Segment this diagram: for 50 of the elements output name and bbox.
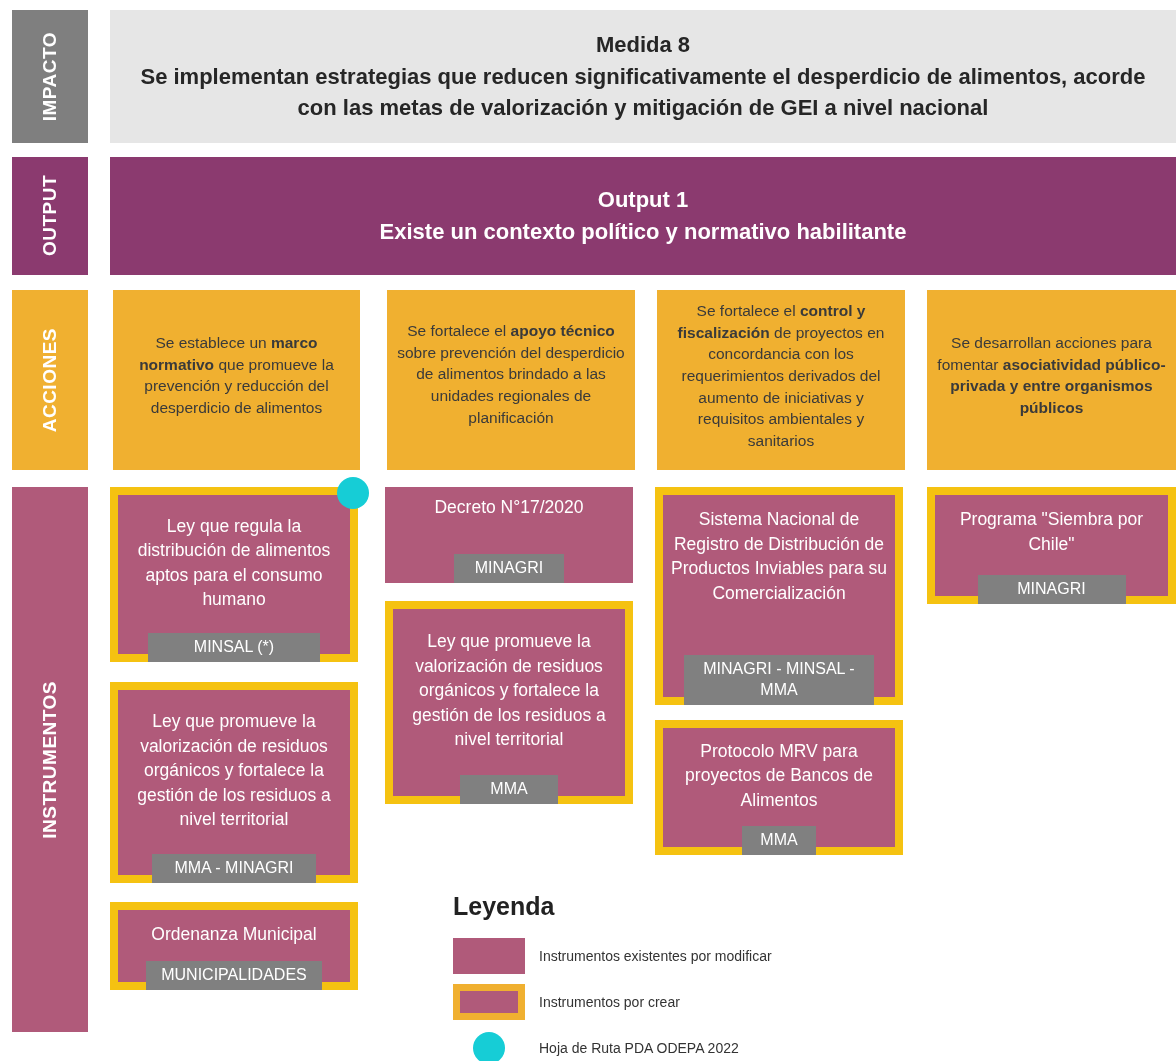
new-instrument-box bbox=[655, 720, 903, 855]
action-text: Se desarrollan acciones para fomentar asociatividad público-privada y entre organismos públicos bbox=[936, 333, 1167, 419]
instrument-text: Decreto N°17/2020 bbox=[434, 496, 584, 519]
action-box bbox=[927, 290, 1176, 470]
instrument-text: Ley que promueve la valorización de residuos orgánicos y fortalece la gestión de los residuos a nivel territorial bbox=[136, 710, 332, 832]
action-box bbox=[657, 290, 905, 470]
ministry-tag: MUNICIPALIDADES bbox=[146, 961, 322, 990]
ministry-tag: MINAGRI - MINSAL - MMA bbox=[684, 655, 874, 705]
row-label: INSTRUMENTOS bbox=[39, 680, 61, 839]
legend-text: Hoja de Ruta PDA ODEPA 2022 bbox=[539, 1040, 739, 1056]
legend-text: Instrumentos existentes por modificar bbox=[539, 948, 772, 964]
banner-text: Existe un contexto político y normativo habilitante bbox=[379, 218, 907, 246]
action-box bbox=[387, 290, 635, 470]
action-text: Se fortalece el control y fiscalización de proyectos en concordancia con los requerimientos derivados del aumento de iniciativas y requisitos ambientales y sanitarios bbox=[676, 301, 886, 452]
banner-heading: Medida 8 bbox=[595, 30, 691, 59]
new-instrument-box bbox=[385, 601, 633, 804]
new-instrument-box bbox=[655, 487, 903, 705]
instrument-text: Ley que promueve la valorización de residuos orgánicos y fortalece la gestión de los residuos a nivel territorial bbox=[411, 630, 607, 752]
instrument-text: Protocolo MRV para proyectos de Bancos de Alimentos bbox=[684, 739, 874, 812]
ministry-tag: MINAGRI bbox=[454, 554, 564, 583]
banner-heading: Output 1 bbox=[597, 186, 689, 215]
row-label: OUTPUT bbox=[39, 175, 61, 257]
new-instrument-box bbox=[110, 902, 358, 990]
instrument-text: Sistema Nacional de Registro de Distribución de Productos Inviables para su Comercialización bbox=[670, 508, 888, 605]
row-label-band bbox=[12, 10, 88, 143]
new-instrument-box bbox=[110, 682, 358, 883]
action-text: Se fortalece el apoyo técnico sobre prevención del desperdicio de alimentos brindado a las unidades regionales de planificación bbox=[396, 321, 626, 428]
new-instrument-box bbox=[927, 487, 1176, 604]
row-label-band bbox=[12, 487, 88, 1032]
instrument-text: Programa "Siembra por Chile" bbox=[958, 508, 1145, 556]
ministry-tag: MINSAL (*) bbox=[148, 633, 320, 662]
banner-text: Se implementan estrategias que reducen significativamente el desperdicio de alimentos, acorde con las metas de valorización y mitigación de GEI a nivel nacional bbox=[139, 62, 1147, 123]
row-label: ACCIONES bbox=[39, 327, 61, 433]
action-text: Se establece un marco normativo que promueve la prevención y reducción del desperdicio de alimentos bbox=[138, 333, 335, 419]
instrument-text: Ley que regula la distribución de alimentos aptos para el consumo humano bbox=[136, 514, 332, 611]
instrument-text: Ordenanza Municipal bbox=[151, 922, 317, 946]
row-label-band bbox=[12, 290, 88, 470]
row-label: IMPACTO bbox=[39, 31, 61, 122]
ministry-tag: MMA bbox=[742, 826, 816, 855]
impact-banner bbox=[110, 10, 1176, 143]
ministry-tag: MMA - MINAGRI bbox=[152, 854, 316, 883]
ministry-tag: MMA bbox=[460, 775, 558, 804]
row-label-band bbox=[12, 157, 88, 275]
action-box bbox=[113, 290, 360, 470]
output-banner bbox=[110, 157, 1176, 275]
legend-text: Instrumentos por crear bbox=[539, 994, 680, 1010]
instrument-box bbox=[385, 487, 633, 583]
ministry-tag: MINAGRI bbox=[977, 575, 1126, 604]
legend-title: Leyenda bbox=[453, 892, 556, 921]
new-instrument-box bbox=[110, 487, 358, 662]
